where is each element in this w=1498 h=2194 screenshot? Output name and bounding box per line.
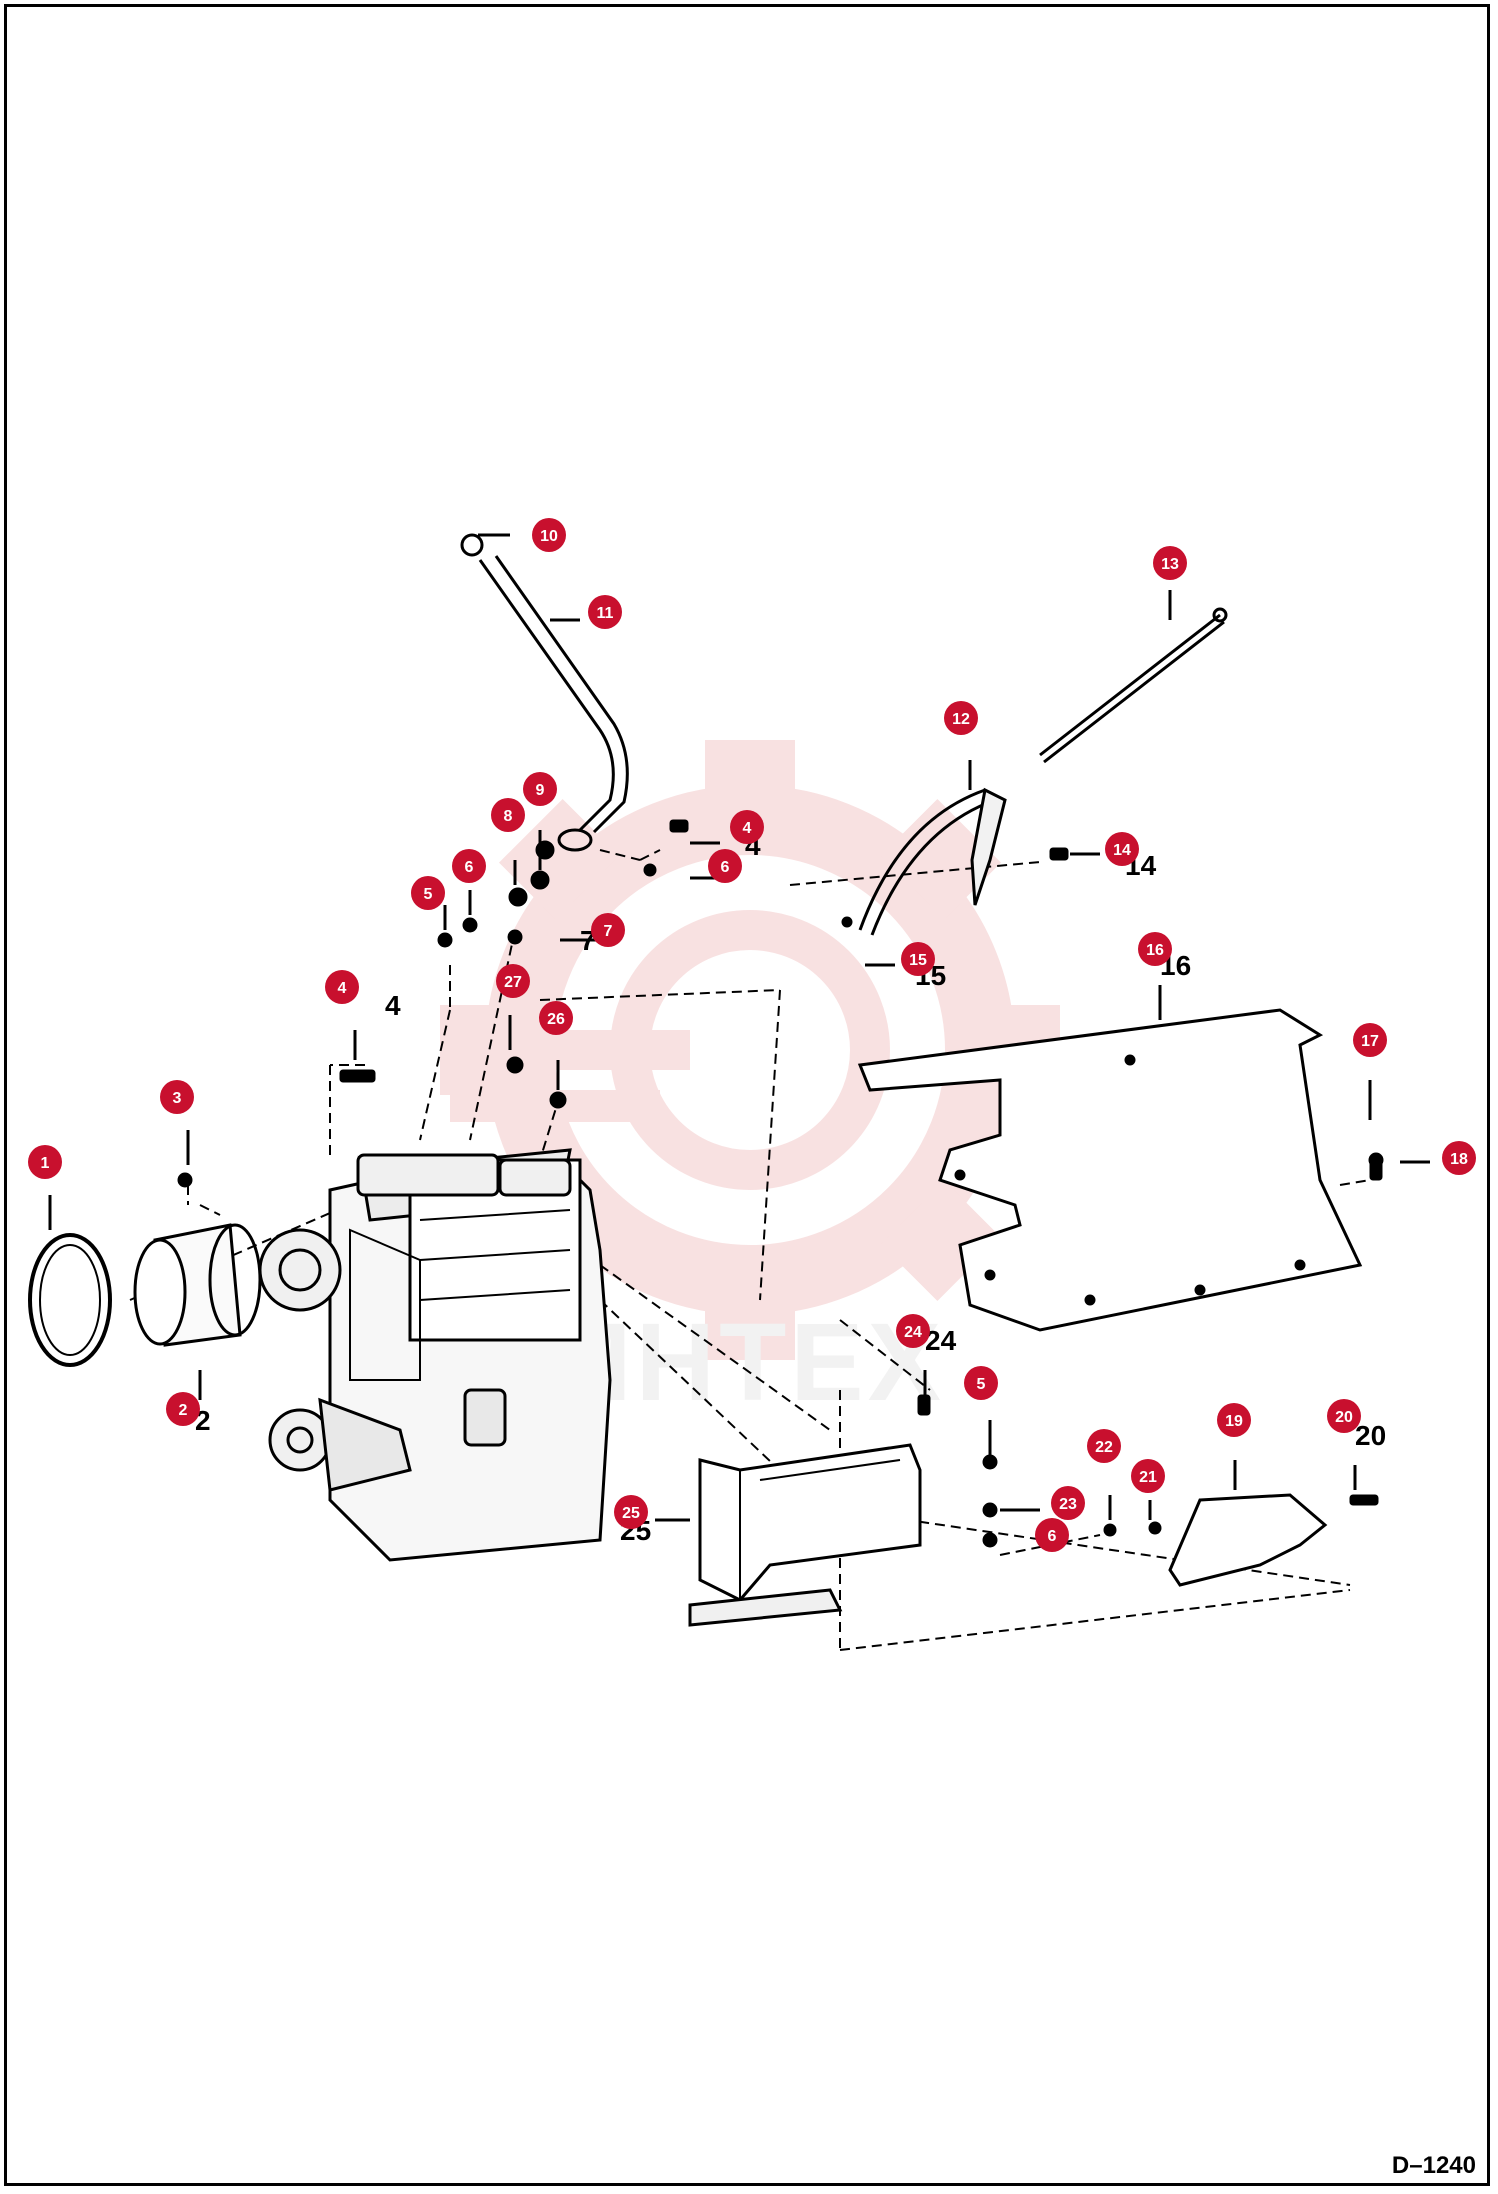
callout-markers: 1 2 3 4 4 5 5 6 6 6 7 8 9 10 11 12 13 14…: [28, 518, 1476, 1552]
oil-pan: [688, 1443, 922, 1627]
svg-text:16: 16: [1146, 942, 1164, 959]
svg-text:15: 15: [909, 952, 927, 969]
callout-14: 14: [1105, 832, 1139, 866]
callout-1: 1: [28, 1145, 62, 1179]
callout-12: 12: [944, 701, 978, 735]
callout-8: 8: [491, 798, 525, 832]
svg-text:6: 6: [465, 859, 474, 876]
dipstick-tube: [858, 787, 1007, 936]
svg-text:25: 25: [622, 1505, 640, 1522]
dipstick: [1039, 607, 1228, 764]
diagram-code: D–1240: [1391, 2152, 1476, 2179]
svg-text:4: 4: [743, 820, 752, 837]
svg-text:14: 14: [1113, 842, 1131, 859]
callout-6b: 6: [708, 849, 742, 883]
callout-25: 25: [614, 1495, 648, 1529]
callout-4b: 4: [730, 810, 764, 844]
callout-3: 3: [160, 1080, 194, 1114]
svg-text:12: 12: [952, 711, 970, 728]
callout-5b: 5: [964, 1366, 998, 1400]
callout-2: 2: [166, 1392, 200, 1426]
callout-4: 4: [325, 970, 359, 1004]
svg-text:19: 19: [1225, 1413, 1243, 1430]
svg-text:2: 2: [179, 1402, 188, 1419]
callout-17: 17: [1353, 1023, 1387, 1057]
filter-cup: [133, 1223, 262, 1347]
callout-22: 22: [1087, 1429, 1121, 1463]
part-num-4: 4: [385, 990, 401, 1021]
callout-19: 19: [1217, 1403, 1251, 1437]
callout-20: 20: [1327, 1399, 1361, 1433]
svg-text:8: 8: [504, 808, 513, 825]
oil-fill-tube: [460, 533, 629, 852]
diagram-frame: [4, 4, 1490, 2186]
svg-text:6: 6: [1048, 1528, 1057, 1545]
svg-text:22: 22: [1095, 1439, 1113, 1456]
svg-text:4: 4: [338, 980, 347, 997]
svg-text:10: 10: [540, 528, 558, 545]
svg-text:17: 17: [1361, 1033, 1379, 1050]
svg-text:1: 1: [41, 1155, 50, 1172]
svg-text:5: 5: [977, 1376, 986, 1393]
callout-23: 23: [1051, 1486, 1085, 1520]
svg-text:9: 9: [536, 782, 545, 799]
printed-part-numbers: 4 4 14 16 15 20 2 25 7 24: [195, 830, 1386, 1546]
callout-7: 7: [591, 913, 625, 947]
svg-text:23: 23: [1059, 1496, 1077, 1513]
callout-15: 15: [901, 942, 935, 976]
svg-text:11: 11: [597, 605, 614, 622]
svg-text:27: 27: [504, 974, 522, 991]
hardware: [177, 819, 1384, 1548]
callout-6: 6: [452, 849, 486, 883]
callout-21: 21: [1131, 1459, 1165, 1493]
bracket: [1168, 1493, 1328, 1587]
svg-text:5: 5: [424, 886, 433, 903]
callout-27: 27: [496, 964, 530, 998]
callout-24: 24: [896, 1314, 930, 1348]
callout-10: 10: [532, 518, 566, 552]
callout-5: 5: [411, 876, 445, 910]
callout-26: 26: [539, 1001, 573, 1035]
svg-text:26: 26: [547, 1011, 565, 1028]
svg-text:3: 3: [173, 1090, 182, 1107]
svg-text:20: 20: [1335, 1409, 1353, 1426]
callout-11: 11: [588, 595, 622, 629]
callout-13: 13: [1153, 546, 1187, 580]
callout-6c: 6: [1035, 1518, 1069, 1552]
callout-16: 16: [1138, 932, 1172, 966]
svg-text:21: 21: [1139, 1469, 1157, 1486]
pulley-ring: [28, 1233, 112, 1367]
part-num-20: 20: [1355, 1420, 1386, 1451]
svg-text:7: 7: [604, 923, 613, 940]
cover-plate: [857, 1008, 1363, 1332]
leader-lines: [48, 533, 1430, 1522]
assembly-lines: [129, 849, 1371, 1651]
callout-9: 9: [523, 772, 557, 806]
svg-text:18: 18: [1450, 1151, 1468, 1168]
part-num-24: 24: [925, 1325, 957, 1356]
callout-18: 18: [1442, 1141, 1476, 1175]
svg-text:24: 24: [904, 1324, 922, 1341]
svg-text:6: 6: [721, 859, 730, 876]
svg-text:13: 13: [1161, 556, 1179, 573]
engine-block: [258, 1148, 612, 1562]
